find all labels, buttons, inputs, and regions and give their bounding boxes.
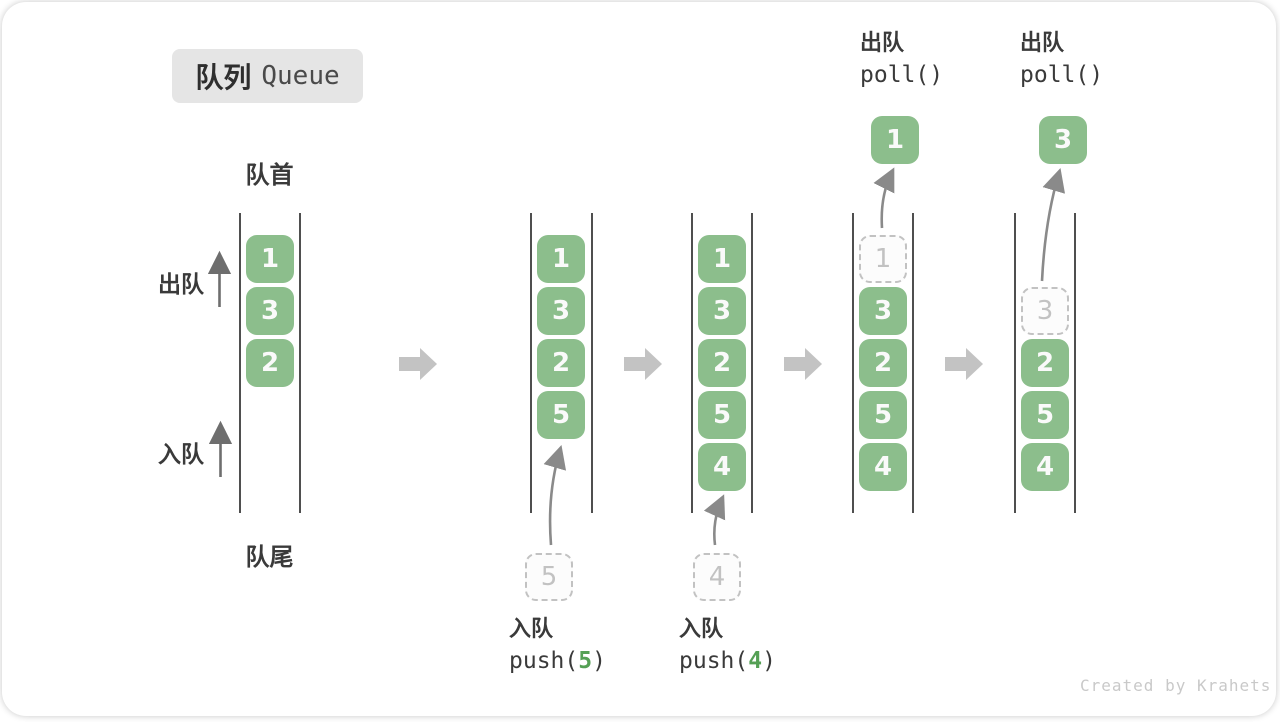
state-transition-arrow-icon	[399, 348, 437, 380]
title-zh: 队列	[195, 61, 252, 94]
enqueue-op-caption: 入队 push(5)	[509, 616, 606, 678]
dequeue-op-caption: 出队 poll()	[1020, 30, 1103, 92]
queue-item: 3	[698, 287, 746, 335]
queue-wall-left	[1014, 213, 1016, 513]
queue-item: 3	[859, 287, 907, 335]
dequeue-curved-arrow-icon	[873, 167, 895, 229]
queue-wall-left	[691, 213, 693, 513]
queue-wall-right	[591, 213, 593, 513]
enqueue-curved-arrow-icon	[703, 494, 726, 546]
queue-item: 4	[859, 443, 907, 491]
queue-item: 5	[1021, 391, 1069, 439]
queue-item: 4	[698, 443, 746, 491]
dequeued-item: 3	[1039, 116, 1087, 164]
enqueue-chip: 5	[525, 553, 573, 601]
queue-wall-right	[1074, 213, 1076, 513]
dequeue-op-code: poll()	[1020, 62, 1104, 88]
queue-wall-left	[239, 213, 241, 513]
queue-item: 5	[537, 391, 585, 439]
removed-item-slot: 1	[859, 235, 907, 283]
queue-front-label: 队首	[245, 161, 294, 189]
queue-item: 2	[246, 339, 294, 387]
state-transition-arrow-icon	[624, 348, 662, 380]
queue-item: 2	[859, 339, 907, 387]
push-arg: 5	[578, 648, 593, 674]
dequeue-op-code: poll()	[860, 62, 944, 88]
enqueue-op-code: push(4)	[679, 648, 776, 674]
queue-item: 2	[698, 339, 746, 387]
enqueue-side-label: 入队	[158, 442, 204, 468]
queue-item: 1	[698, 235, 746, 283]
dequeue-side-label: 出队	[158, 272, 204, 298]
queue-wall-right	[912, 213, 914, 513]
enqueue-op-label: 入队	[679, 617, 724, 642]
dequeue-curved-arrow-icon	[1040, 168, 1066, 282]
state-transition-arrow-icon	[945, 348, 983, 380]
title-en: Queue	[261, 61, 340, 91]
queue-item: 2	[537, 339, 585, 387]
queue-item: 3	[537, 287, 585, 335]
dequeued-item: 1	[871, 116, 919, 164]
queue-item: 5	[698, 391, 746, 439]
queue-wall-left	[530, 213, 532, 513]
push-arg: 4	[748, 648, 763, 674]
queue-item: 5	[859, 391, 907, 439]
enqueue-op-caption: 入队 push(4)	[679, 616, 776, 678]
queue-wall-right	[751, 213, 753, 513]
enqueue-op-code: push(5)	[509, 648, 606, 674]
dequeue-op-label: 出队	[1020, 31, 1065, 56]
title-badge: 队列 Queue	[172, 49, 363, 103]
queue-wall-right	[299, 213, 301, 513]
dequeue-op-caption: 出队 poll()	[860, 30, 943, 92]
enqueue-op-label: 入队	[509, 617, 554, 642]
queue-item: 4	[1021, 443, 1069, 491]
queue-item: 2	[1021, 339, 1069, 387]
queue-item: 1	[537, 235, 585, 283]
queue-item: 3	[246, 287, 294, 335]
queue-rear-label: 队尾	[245, 543, 294, 571]
removed-item-slot: 3	[1021, 287, 1069, 335]
queue-item: 1	[246, 235, 294, 283]
queue-wall-left	[852, 213, 854, 513]
enqueue-curved-arrow-icon	[543, 445, 567, 546]
watermark: Created by Krahets	[1080, 676, 1272, 695]
enqueue-chip: 4	[693, 553, 741, 601]
state-transition-arrow-icon	[784, 348, 822, 380]
dequeue-op-label: 出队	[860, 31, 905, 56]
